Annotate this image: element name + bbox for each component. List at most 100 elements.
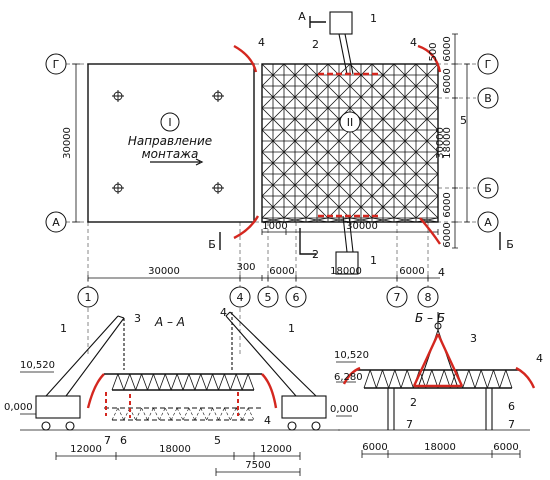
frame-diagonal: [261, 85, 285, 109]
grid-label-left-bottom: А: [52, 216, 60, 229]
section-AA-red: [86, 373, 278, 418]
dim-BB-2: 18000: [424, 442, 456, 453]
frame-diagonal: [349, 63, 373, 87]
bolt-marks: [112, 90, 224, 194]
truss-web-lower: [164, 407, 172, 421]
frame-diagonal: [415, 173, 439, 197]
frame-diagonal: [415, 129, 439, 153]
truss-web: [382, 369, 390, 389]
frame-diagonal: [415, 195, 439, 219]
frame-diagonal: [393, 151, 417, 175]
truss-web: [182, 373, 190, 391]
section-BB-red: [342, 333, 536, 389]
truss-web: [229, 373, 237, 391]
callout-AA-4: 4: [220, 306, 227, 319]
truss-web-lower: [170, 407, 178, 421]
frame-diagonal: [305, 217, 329, 223]
truss-web-lower: [241, 407, 249, 421]
truss-web-lower: [194, 407, 202, 421]
grid-label-bottom-4: 6: [293, 291, 300, 304]
frame-diagonal: [349, 151, 373, 175]
frame-diagonal: [283, 85, 307, 109]
frame-diagonal: [261, 107, 285, 131]
frame-diagonal: [283, 173, 307, 197]
dim-right-seg-5: 6000: [442, 222, 453, 247]
frame-diagonal: [305, 173, 329, 197]
truss-web: [212, 373, 219, 391]
section-II-label: II: [347, 116, 354, 129]
frame-diagonal: [305, 85, 329, 109]
callout-BB-6: 6: [508, 400, 515, 413]
truss-web: [170, 373, 178, 391]
truss-web: [153, 373, 160, 391]
frame-diagonal: [393, 107, 417, 131]
section-I-marker: [160, 112, 180, 132]
truss-web: [406, 369, 414, 389]
truss-web: [206, 373, 213, 391]
truss-web: [468, 369, 476, 389]
callout-BB-2: 2: [410, 396, 417, 409]
elevation-zero-BB: 0,000: [330, 404, 359, 415]
callout-AA-6: 6: [120, 434, 127, 447]
frame-diagonal: [305, 151, 329, 175]
dim-right-total: 30000: [435, 127, 446, 159]
callout-5: 5: [460, 114, 467, 127]
frame-diagonal: [371, 195, 395, 219]
plan-red-elements: [233, 44, 442, 245]
callout-AA-4-bottom: 4: [264, 414, 271, 427]
truss-web: [158, 373, 166, 391]
callout-AA-1-left: 1: [60, 322, 67, 335]
callout-1-bottom: 1: [370, 254, 377, 267]
grid-label-right-2: В: [484, 92, 492, 105]
truss-web: [400, 369, 408, 389]
direction-arrow: [150, 158, 204, 166]
frame-diagonal: [327, 107, 351, 131]
frame-diagonal: [327, 129, 351, 153]
frame-diagonal: [415, 151, 439, 175]
truss-web-lower: [176, 407, 184, 421]
truss-web: [194, 373, 202, 391]
grid-label-bottom-1: 1: [85, 291, 92, 304]
truss-web-lower: [230, 407, 237, 421]
dim-bottom-4: 18000: [330, 266, 362, 277]
frame-diagonal: [261, 63, 285, 87]
grid-label-bottom-6: 8: [425, 291, 432, 304]
frame-diagonal: [305, 195, 329, 219]
frame-diagonal: [371, 173, 395, 197]
truss-web: [111, 373, 119, 391]
frame-diagonal: [371, 107, 395, 131]
cut-label-B-right: Б: [506, 238, 514, 251]
dim-under-1: 1000: [262, 221, 287, 232]
callout-AA-1-right: 1: [288, 322, 295, 335]
frame-diagonal: [261, 151, 285, 175]
frame-diagonal: [305, 129, 329, 153]
truss-web: [486, 369, 494, 389]
dim-left-height: 30000: [62, 127, 73, 159]
frame-diagonal: [349, 129, 373, 153]
frame-diagonal: [371, 129, 395, 153]
truss-web: [388, 369, 396, 389]
truss-web-lower: [147, 407, 154, 421]
truss-web: [375, 369, 383, 389]
crane-plan-bottom: [335, 215, 359, 275]
truss-web-lower: [212, 407, 219, 421]
truss-web: [247, 373, 255, 391]
truss-web: [480, 369, 488, 389]
truss-web-lower: [200, 407, 207, 421]
frame-diagonal: [393, 217, 417, 223]
frame-diagonal: [283, 63, 307, 87]
space-frame-grid: [261, 63, 439, 223]
section-I-label: I: [168, 116, 171, 129]
truss-web: [117, 373, 125, 391]
dim-bottom-3: 6000: [269, 266, 294, 277]
frame-diagonal: [327, 217, 351, 223]
frame-diagonal: [393, 173, 417, 197]
crane-right-AA: [225, 311, 327, 431]
grid-label-bottom-2: 4: [237, 291, 244, 304]
frame-diagonal: [371, 85, 395, 109]
truss-web-lower: [206, 407, 213, 421]
truss-web-lower: [123, 407, 131, 421]
truss-web: [462, 369, 470, 389]
callout-2-bottom: 2: [312, 248, 319, 261]
frame-diagonal: [371, 63, 395, 87]
